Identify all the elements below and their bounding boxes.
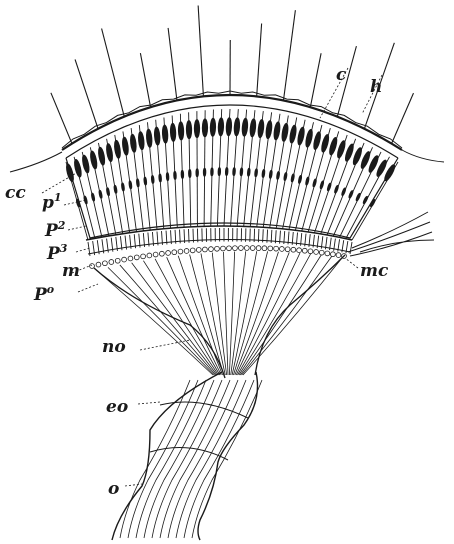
optic-ganglion-outline	[94, 268, 225, 378]
membrane-left-extension	[10, 152, 62, 172]
ganglion-bead-row	[90, 246, 347, 269]
muscle-bundle	[348, 212, 434, 256]
cornea-scallops	[62, 91, 402, 148]
label-p0: Po	[33, 283, 54, 305]
basement-membrane	[86, 226, 352, 240]
label-mc: mc	[360, 261, 389, 281]
nerve-fibers	[96, 251, 342, 375]
label-cc: cc	[5, 183, 26, 203]
stalk-fibers	[120, 380, 262, 538]
label-p2: P2	[44, 219, 66, 241]
retinula-layer-border	[88, 239, 350, 254]
label-eo: eo	[106, 397, 128, 417]
label-m: m	[62, 261, 80, 281]
ommatidia-rows	[65, 109, 398, 240]
label-h: h	[370, 77, 382, 97]
label-p1: p1	[42, 191, 62, 213]
label-c: c	[336, 65, 347, 85]
label-no: no	[102, 337, 126, 357]
label-o: o	[108, 479, 119, 499]
membrane-right-extension	[402, 150, 444, 162]
